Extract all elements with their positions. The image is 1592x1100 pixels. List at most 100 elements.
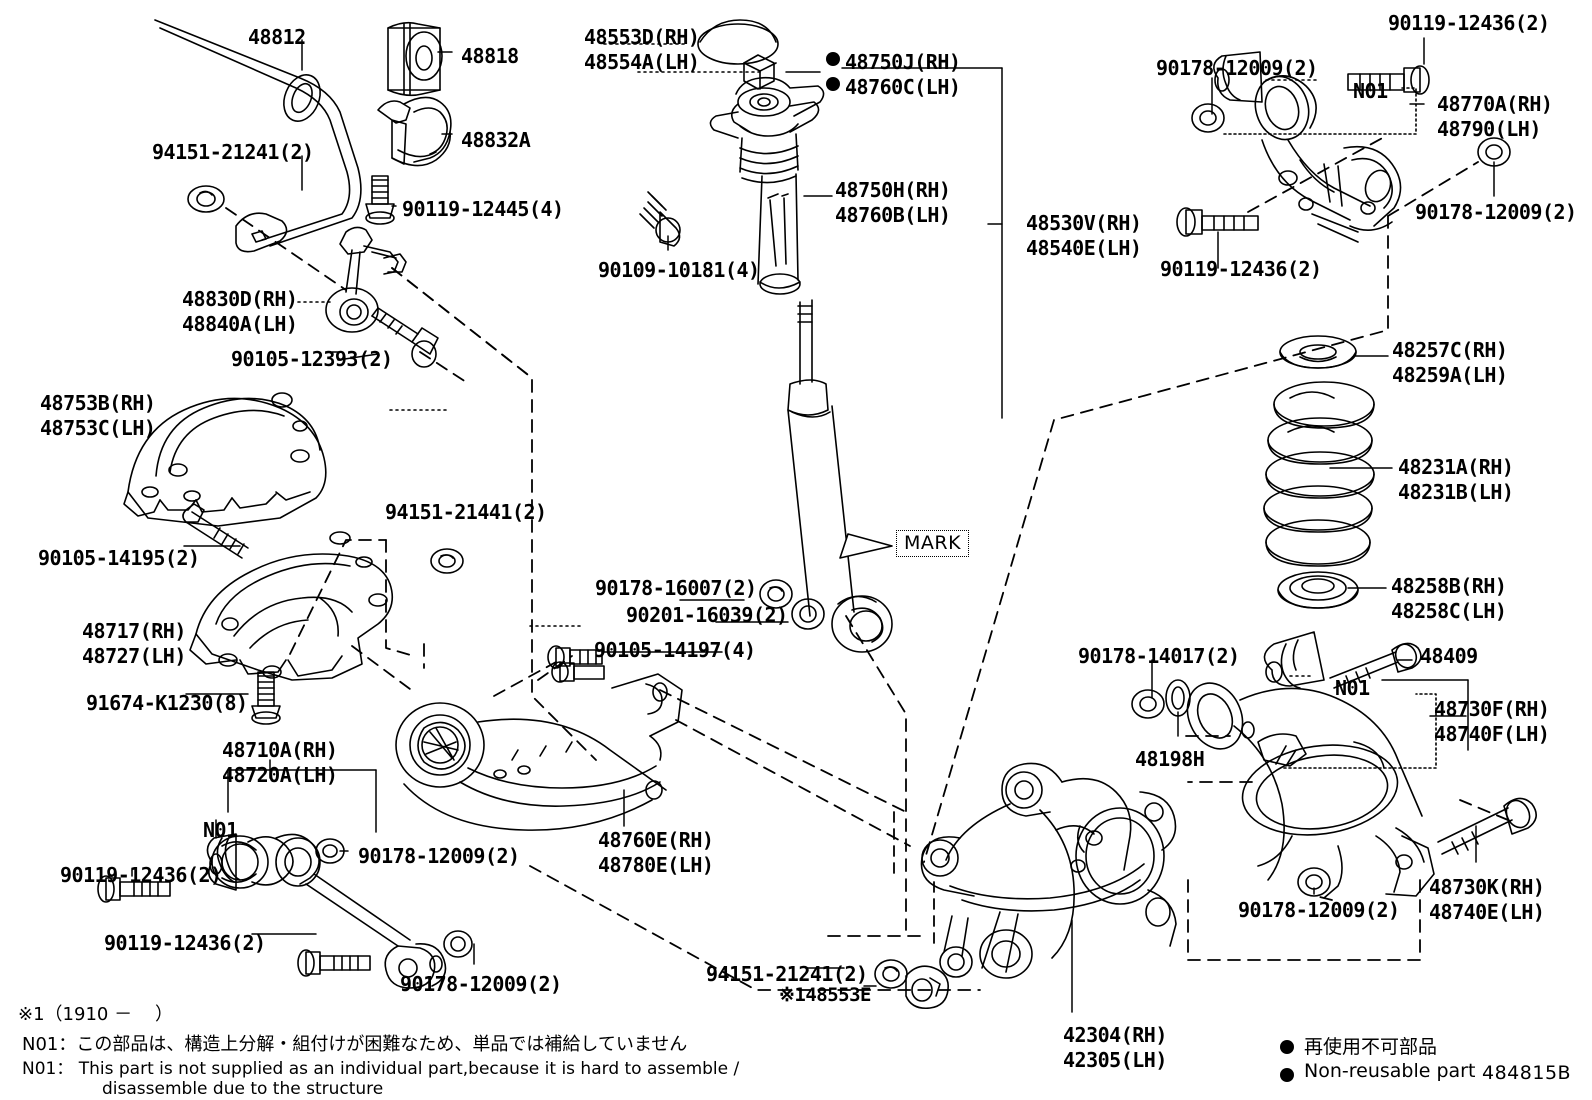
part-label-48730k[interactable]: 48730K(RH)48740E(LH) (1429, 875, 1545, 925)
part-label-line: 48717(RH) (82, 619, 186, 643)
part-label-48770a[interactable]: 48770A(RH)48790(LH) (1437, 92, 1553, 142)
part-label-90109-10181[interactable]: 90109-10181(4) (598, 258, 760, 283)
part-shock-absorber-body (787, 299, 893, 653)
part-bolt-90105-12393 (371, 307, 439, 368)
part-label-line: 90178-12009(2) (358, 844, 520, 868)
part-label-48258b[interactable]: 48258B(RH)48258C(LH) (1391, 574, 1507, 624)
part-washer-90178-12009-c (1191, 103, 1225, 133)
part-label-line: 94151-21241(2) (152, 140, 314, 164)
part-upper-control-arm (1254, 75, 1402, 243)
part-label-48750j[interactable]: 48750J(RH)48760C(LH) (845, 50, 961, 100)
part-label-line: 48727(LH) (82, 644, 186, 668)
legend-bullet-english (1280, 1068, 1294, 1082)
part-label-48409[interactable]: 48409 (1420, 644, 1478, 669)
part-label-90105-14197[interactable]: 90105-14197(4) (594, 638, 756, 663)
part-label-48717[interactable]: 48717(RH)48727(LH) (82, 619, 186, 669)
part-label-90119-12436d[interactable]: 90119-12436(2) (1160, 257, 1322, 282)
n01-group-brackets (1223, 87, 1437, 769)
part-label-90178-16007[interactable]: 90178-16007(2) (595, 576, 757, 601)
part-label-line: 48790(LH) (1437, 117, 1541, 141)
part-label-90178-12009b[interactable]: 90178-12009(2) (400, 972, 562, 997)
part-label-90105-14195[interactable]: 90105-14195(2) (38, 546, 200, 571)
part-label-line: 90178-12009(2) (1238, 898, 1400, 922)
legend-label-english: Non-reusable part (1304, 1060, 1476, 1082)
part-label-48710a[interactable]: 48710A(RH)48720A(LH) (222, 738, 338, 788)
part-bolt-48730k (1437, 797, 1537, 855)
part-label-line: 48258B(RH) (1391, 574, 1507, 598)
part-label-line: 48818 (461, 44, 519, 68)
part-label-90178-14017[interactable]: 90178-14017(2) (1078, 644, 1240, 669)
part-label-line: 48840A(LH) (182, 312, 298, 336)
part-label-n01-la[interactable]: N01 (1335, 676, 1370, 701)
part-label-90105-12393[interactable]: 90105-12393(2) (231, 347, 393, 372)
part-label-90119-12445[interactable]: 90119-12445(4) (402, 197, 564, 222)
part-label-48730f[interactable]: 48730F(RH)48740F(LH) (1434, 697, 1550, 747)
part-label-90178-12009c[interactable]: 90178-12009(2) (1156, 56, 1318, 81)
part-label-line: 48409 (1420, 644, 1478, 668)
part-label-94151-21441[interactable]: 94151-21441(2) (385, 500, 547, 525)
part-label-line: 48231A(RH) (1398, 455, 1514, 479)
part-label-94151-21241b[interactable]: 94151-21241(2) (706, 962, 868, 987)
part-label-line: 90119-12436(2) (60, 863, 222, 887)
part-label-line: 48231B(LH) (1398, 480, 1514, 504)
part-label-line: 48812 (248, 25, 306, 49)
part-label-48760e[interactable]: 48760E(RH)48780E(LH) (598, 828, 714, 878)
footnote-n01-english-line1: N01： This part is not supplied as an ind… (22, 1059, 740, 1079)
part-label-48553d[interactable]: 48553D(RH)48554A(LH) (584, 25, 700, 75)
non-reusable-bullet-48750j (826, 52, 840, 66)
part-label-48812[interactable]: 48812 (248, 25, 306, 50)
part-label-90119-12436c[interactable]: 90119-12436(2) (1388, 11, 1550, 36)
part-label-line: 90178-16007(2) (595, 576, 757, 600)
part-label-90178-12009a[interactable]: 90178-12009(2) (358, 844, 520, 869)
part-label-48257c[interactable]: 48257C(RH)48259A(LH) (1392, 338, 1508, 388)
part-label-line: ※148553E (779, 984, 872, 1006)
part-label-48198h[interactable]: 48198H (1135, 747, 1205, 772)
part-label-91674-k1230[interactable]: 91674-K1230(8) (86, 691, 248, 716)
part-label-n01-ua[interactable]: N01 (1353, 79, 1388, 104)
part-label-line: 90178-14017(2) (1078, 644, 1240, 668)
part-label-48830d[interactable]: 48830D(RH)48840A(LH) (182, 287, 298, 337)
footnote-star-range: ※1（1910 － ） (18, 1004, 173, 1025)
part-label-42304[interactable]: 42304(RH)42305(LH) (1063, 1023, 1167, 1073)
part-label-48530v[interactable]: 48530V(RH)48540E(LH) (1026, 211, 1142, 261)
part-bolt-90119-12436-b (297, 949, 371, 977)
part-bolt-90109-10181 (639, 191, 681, 247)
part-label-line: 42305(LH) (1063, 1048, 1167, 1072)
part-label-line: 90178-12009(2) (400, 972, 562, 996)
part-label-line: 48750H(RH) (835, 178, 951, 202)
part-label-line: 90105-12393(2) (231, 347, 393, 371)
part-label-48832a[interactable]: 48832A (461, 128, 531, 153)
part-label-94151-21241a[interactable]: 94151-21241(2) (152, 140, 314, 165)
part-trailing-arm (395, 673, 683, 831)
part-label-90178-12009d[interactable]: 90178-12009(2) (1415, 200, 1577, 225)
part-washer-94151-21241-a (187, 185, 225, 213)
part-label-line: 48770A(RH) (1437, 92, 1553, 116)
part-label-48553e[interactable]: ※148553E (779, 983, 872, 1008)
part-label-line: 90178-12009(2) (1156, 56, 1318, 80)
part-label-48231a[interactable]: 48231A(RH)48231B(LH) (1398, 455, 1514, 505)
part-label-line: 90109-10181(4) (598, 258, 760, 282)
part-label-90119-12436a[interactable]: 90119-12436(2) (60, 863, 222, 888)
knuckle-dash-indicator (893, 811, 935, 947)
part-label-90119-12436b[interactable]: 90119-12436(2) (104, 931, 266, 956)
legend-label-japanese: 再使用不可部品 (1304, 1036, 1438, 1058)
part-label-48750h[interactable]: 48750H(RH)48760B(LH) (835, 178, 951, 228)
part-label-line: 48753B(RH) (40, 391, 156, 415)
part-label-90178-12009e[interactable]: 90178-12009(2) (1238, 898, 1400, 923)
part-label-line: 42304(RH) (1063, 1023, 1167, 1047)
part-label-90201-16039[interactable]: 90201-16039(2) (626, 603, 788, 628)
part-bolt-90119-12436-c (1347, 65, 1430, 95)
part-label-line: 48258C(LH) (1391, 599, 1507, 623)
part-axle-carrier-knuckle (920, 762, 1177, 979)
part-label-line: 90119-12445(4) (402, 197, 564, 221)
part-dust-cover (697, 19, 779, 65)
part-label-48818[interactable]: 48818 (461, 44, 519, 69)
part-label-48753b[interactable]: 48753B(RH)48753C(LH) (40, 391, 156, 441)
part-washer-48198h (1165, 679, 1191, 717)
part-bushing-48553e (905, 965, 950, 1010)
part-label-n01-left[interactable]: N01 (203, 818, 238, 843)
part-label-line: 48740E(LH) (1429, 900, 1545, 924)
part-washer-90178-16007 (759, 579, 793, 609)
part-washer-90178-14017 (1131, 689, 1165, 719)
